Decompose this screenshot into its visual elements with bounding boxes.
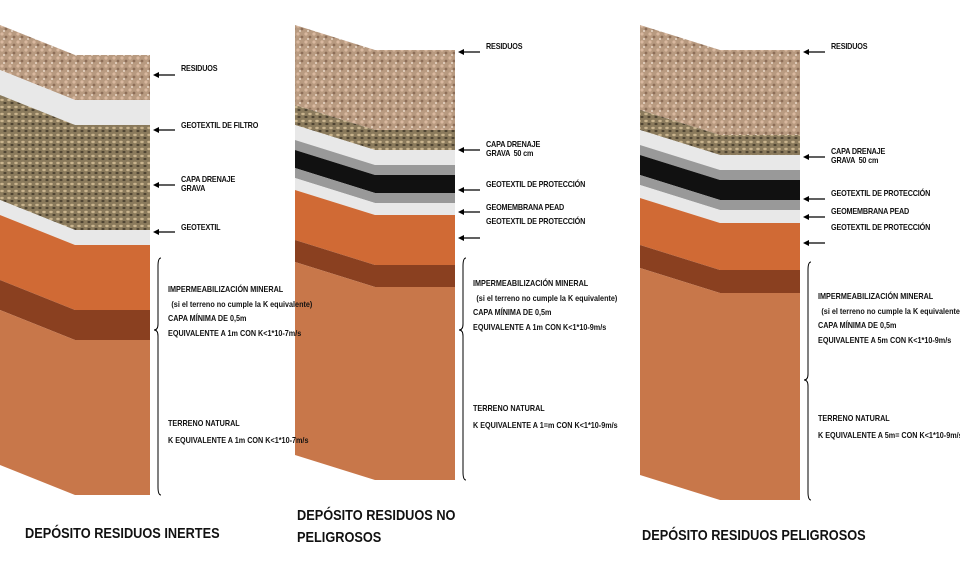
text-line: IMPERMEABILIZACIÓN MINERAL xyxy=(818,291,934,301)
layer-label: RESIDUOS xyxy=(486,41,523,51)
section-title: DEPÓSITO RESIDUOS PELIGROSOS xyxy=(642,527,866,544)
layer-label: GEOTEXTIL xyxy=(181,222,221,232)
layer-geomembrana xyxy=(295,150,455,193)
layer-label: GEOTEXTIL DE PROTECCIÓN xyxy=(831,222,931,232)
terreno-text: TERRENO NATURAL K EQUIVALENTE A 5m= CON K… xyxy=(818,410,960,444)
layer-label: GEOTEXTIL DE FILTRO xyxy=(181,120,259,130)
text-line: EQUIVALENTE A 5m CON K<1*10-9m/s xyxy=(818,334,952,345)
layer-terreno xyxy=(640,268,800,500)
layer-label: CAPA DRENAJE GRAVA xyxy=(181,174,236,194)
arrow-head-icon xyxy=(803,214,809,220)
layer-terreno xyxy=(0,310,150,495)
layer-residuos xyxy=(640,25,800,135)
text-line: CAPA MÍNIMA DE 0,5m xyxy=(473,307,552,317)
layer-arcilla xyxy=(0,215,150,310)
text-line: (si el terreno no cumple la K equivalent… xyxy=(171,298,313,309)
impermeabilizacion-text: IMPERMEABILIZACIÓN MINERAL (si el terreno… xyxy=(818,289,960,347)
layer-geotextil xyxy=(640,130,800,170)
text-line: CAPA MÍNIMA DE 0,5m xyxy=(818,320,897,330)
layer-grava xyxy=(640,110,800,155)
arrow-head-icon xyxy=(458,49,464,55)
arrow-head-icon xyxy=(153,229,159,235)
section-title: DEPÓSITO RESIDUOS INERTES xyxy=(25,525,220,542)
layer-label: GEOMEMBRANA PEAD xyxy=(831,206,910,216)
layer-gris xyxy=(640,175,800,210)
layer-geotextil xyxy=(0,200,150,245)
layer-label: CAPA DRENAJE GRAVA 50 cm xyxy=(486,139,541,159)
layer-arcilla xyxy=(295,190,455,265)
layer-geotextil xyxy=(295,125,455,165)
layer-geotextil xyxy=(0,70,150,125)
impermeabilizacion-text: IMPERMEABILIZACIÓN MINERAL (si el terreno… xyxy=(473,276,617,334)
layer-label: GEOTEXTIL DE PROTECCIÓN xyxy=(486,179,586,189)
text-line: K EQUIVALENTE A 1=m CON K<1*10-9m/s xyxy=(473,420,618,430)
text-line: EQUIVALENTE A 1m CON K<1*10-9m/s xyxy=(473,321,607,332)
section-title: DEPÓSITO RESIDUOS NO PELIGROSOS xyxy=(297,507,456,546)
arrow-head-icon xyxy=(803,196,809,202)
layer-gris xyxy=(295,140,455,175)
brace xyxy=(458,257,467,481)
text-line: K EQUIVALENTE A 5m= CON K<1*10-9m/s xyxy=(818,430,960,440)
layer-gris xyxy=(640,145,800,180)
layer-label: RESIDUOS xyxy=(181,63,218,73)
layer-terreno xyxy=(295,262,455,480)
text-line: K EQUIVALENTE A 1m CON K<1*10-7m/s xyxy=(168,435,309,445)
layer-arcilla xyxy=(640,198,800,270)
arrow-head-icon xyxy=(803,240,809,246)
layer-residuos xyxy=(295,25,455,130)
text-line: IMPERMEABILIZACIÓN MINERAL xyxy=(168,284,284,294)
arrow-head-icon xyxy=(153,72,159,78)
arrow-head-icon xyxy=(153,127,159,133)
arrow-head-icon xyxy=(458,147,464,153)
layer-geomembrana xyxy=(640,155,800,200)
layer-label: GEOTEXTIL DE PROTECCIÓN xyxy=(831,188,931,198)
layer-label: RESIDUOS xyxy=(831,41,868,51)
brace xyxy=(803,261,812,501)
text-line: (si el terreno no cumple la K equivalent… xyxy=(476,292,618,303)
text-line: CAPA MÍNIMA DE 0,5m xyxy=(168,313,247,323)
layer-grava xyxy=(0,95,150,230)
text-line: TERRENO NATURAL xyxy=(473,403,545,413)
arrow-head-icon xyxy=(458,209,464,215)
terreno-text: TERRENO NATURAL K EQUIVALENTE A 1m CON K<… xyxy=(168,415,308,449)
brace xyxy=(153,257,162,496)
layer-geotextil xyxy=(640,185,800,223)
layer-sombra xyxy=(295,240,455,287)
arrow-head-icon xyxy=(803,154,809,160)
layer-label: GEOMEMBRANA PEAD xyxy=(486,202,565,212)
text-line: (si el terreno no cumple la K equivalent… xyxy=(821,305,960,316)
text-line: TERRENO NATURAL xyxy=(168,418,240,428)
layer-label: CAPA DRENAJE GRAVA 50 cm xyxy=(831,146,886,166)
arrow-head-icon xyxy=(803,49,809,55)
layer-sombra xyxy=(640,245,800,293)
arrow-head-icon xyxy=(458,235,464,241)
terreno-text: TERRENO NATURAL K EQUIVALENTE A 1=m CON K… xyxy=(473,400,618,434)
text-line: IMPERMEABILIZACIÓN MINERAL xyxy=(473,278,589,288)
layer-grava xyxy=(295,105,455,150)
layer-gris xyxy=(295,168,455,203)
arrow-head-icon xyxy=(153,182,159,188)
text-line: TERRENO NATURAL xyxy=(818,413,890,423)
text-line: EQUIVALENTE A 1m CON K<1*10-7m/s xyxy=(168,327,302,338)
impermeabilizacion-text: IMPERMEABILIZACIÓN MINERAL (si el terreno… xyxy=(168,282,312,340)
layer-geotextil xyxy=(295,178,455,215)
layer-residuos xyxy=(0,25,150,100)
arrow-head-icon xyxy=(458,187,464,193)
layer-label: GEOTEXTIL DE PROTECCIÓN xyxy=(486,216,586,226)
